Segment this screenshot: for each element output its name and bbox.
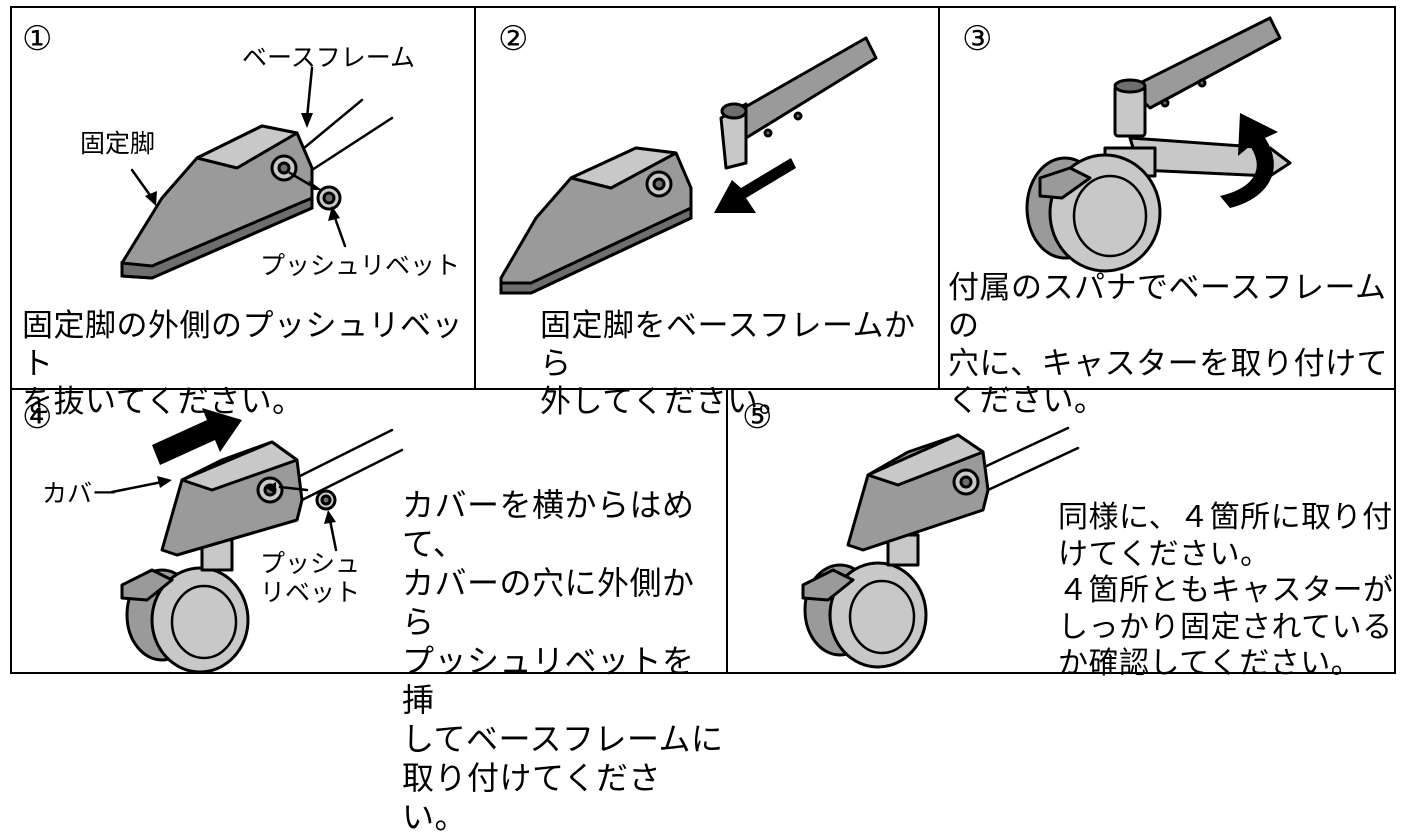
step-3-caption: 付属のスパナでベースフレームの 穴に、キャスターを取り付けて ください。 [948, 270, 1389, 420]
divider [726, 388, 728, 674]
step-5-caption: 同様に、４箇所に取り付 けてください。 ４箇所ともキャスターが しっかり固定され… [1058, 500, 1394, 682]
cover-attach-illustration [110, 408, 404, 674]
label-push-rivet: プッシュ リベット [260, 549, 361, 607]
caster-attach-illustration [1025, 16, 1292, 273]
label-base-frame: ベースフレーム [242, 43, 416, 72]
step-number: ② [498, 19, 529, 59]
completed-caster-illustration [801, 426, 1080, 669]
instruction-frame [10, 6, 1396, 674]
divider [474, 6, 476, 390]
divider [10, 388, 1396, 390]
step-number: ④ [22, 397, 53, 437]
divider [938, 6, 940, 390]
label-cover: カバー [42, 479, 118, 508]
step-2-caption: 固定脚をベースフレームから 外してください。 [540, 308, 916, 420]
step-5-panel: ⑤ 同様に、４箇所に取り付 けてください。 ４箇所ともキャスターが しっかり固定… [728, 390, 1396, 681]
step-1-panel: ① ベースフレーム 固定脚 プッシュリベット 固定脚の外側のプッシュリベット を… [12, 8, 474, 420]
step-number: ⑤ [742, 397, 773, 437]
step-number: ① [22, 19, 53, 59]
step-1-caption: 固定脚の外側のプッシュリベット を抜いてください。 [22, 308, 463, 420]
step-4-panel: ④ カバー プッシュ リベット カバーを横からはめて、 カバーの穴に外側から プ… [12, 390, 726, 836]
label-fixed-leg: 固定脚 [80, 129, 156, 158]
fixed-leg-illustration [120, 66, 394, 280]
step-number: ③ [962, 19, 993, 59]
step-3-panel: ③ 付属のスパナでベースフレームの 穴に、キャスターを取り付けて ください。 [940, 8, 1396, 419]
step-2-panel: ② 固定脚をベースフレームから 外してください。 [476, 8, 938, 420]
label-push-rivet: プッシュリベット [260, 251, 461, 280]
step-4-caption: カバーを横からはめて、 カバーの穴に外側から プッシュリベットを挿 してベースフ… [402, 486, 724, 837]
detach-leg-illustration [499, 36, 878, 295]
